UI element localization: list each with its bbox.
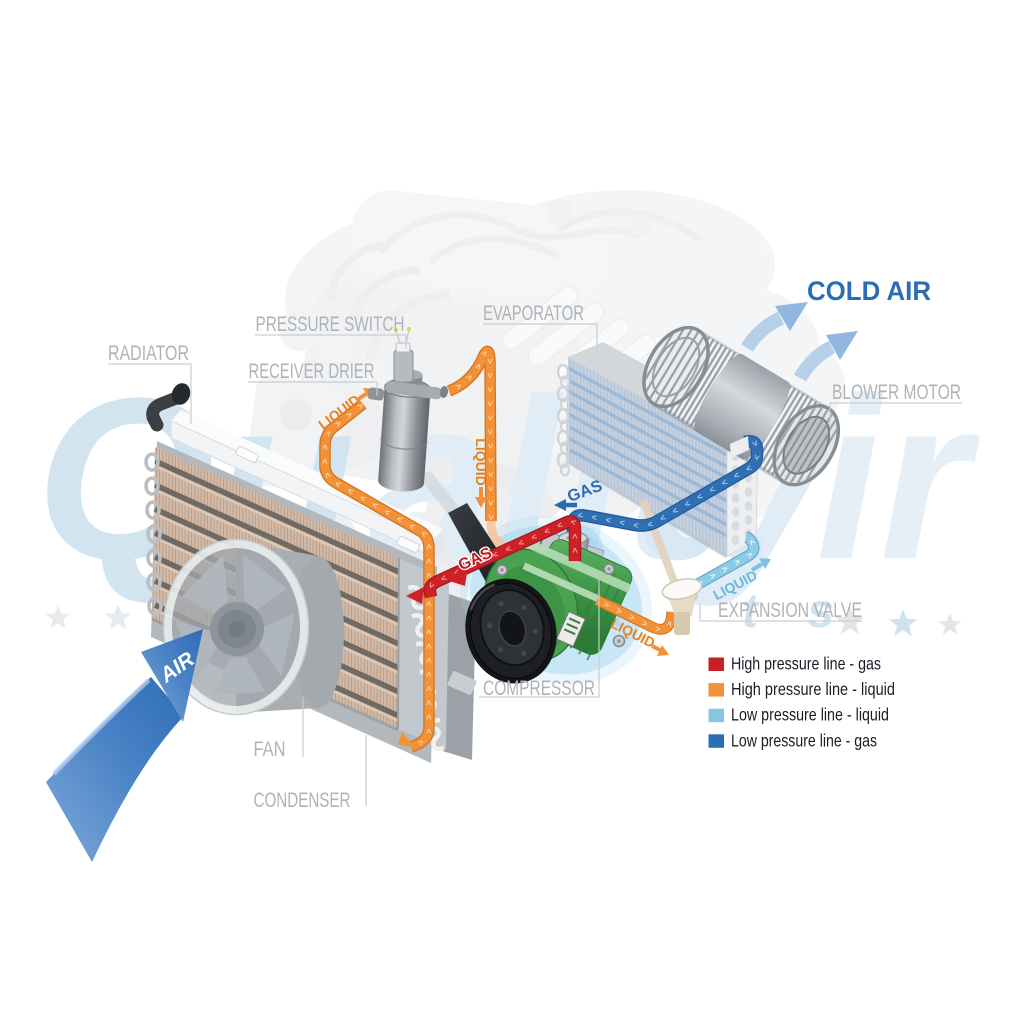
- svg-text:CONDENSER: CONDENSER: [254, 788, 351, 812]
- svg-text:High pressure line - liquid: High pressure line - liquid: [731, 679, 895, 699]
- svg-text:RECEIVER DRIER: RECEIVER DRIER: [249, 359, 375, 383]
- svg-text:LIQUID: LIQUID: [473, 438, 489, 485]
- svg-text:FAN: FAN: [254, 737, 286, 761]
- svg-text:COMPRESSOR: COMPRESSOR: [483, 676, 595, 700]
- svg-text:Low pressure line - gas: Low pressure line - gas: [731, 730, 877, 750]
- svg-text:ir: ir: [816, 350, 980, 607]
- svg-text:COLD AIR: COLD AIR: [807, 276, 931, 306]
- svg-text:EVAPORATOR: EVAPORATOR: [483, 301, 584, 325]
- svg-text:EXPANSION VALVE: EXPANSION VALVE: [718, 598, 862, 622]
- svg-text:RADIATOR: RADIATOR: [108, 341, 189, 365]
- svg-text:a r t s: a r t s: [598, 585, 852, 638]
- svg-text:BLOWER MOTOR: BLOWER MOTOR: [832, 380, 961, 404]
- svg-text:Low pressure line - liquid: Low pressure line - liquid: [731, 705, 889, 725]
- svg-text:PRESSURE SWITCH: PRESSURE SWITCH: [256, 312, 405, 336]
- svg-text:High pressure line - gas: High pressure line - gas: [731, 654, 881, 674]
